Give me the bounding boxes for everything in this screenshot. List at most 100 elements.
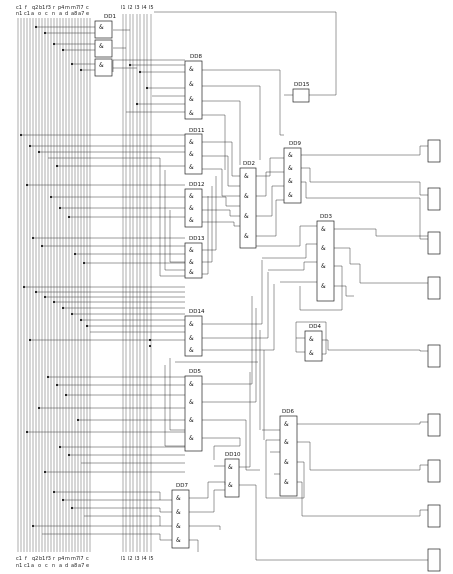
dd4-group: DD4 & & [295,321,428,362]
dd12-gate-block [184,188,203,228]
dd2-label: DD2 [243,161,255,167]
dd8-amp-1: & [189,66,194,73]
dd5-amp-2: & [189,399,194,406]
dd1-label: DD1 [104,14,116,20]
dd11-gate-block [184,133,203,175]
top-label-9: m7 [71,5,79,11]
top-label-8: m [65,5,70,11]
dd3-amp-1: & [321,226,326,233]
bottom-label-3: q2 [32,556,38,562]
dd2-group: DD2 & & & & [239,157,284,249]
dd5-group: DD5 & & & & [164,296,260,471]
dd12-amp-1: & [189,193,194,200]
top-label2-3: a [31,11,34,17]
dd4-label: DD4 [309,324,321,330]
dd13-gate-block [184,242,203,279]
dd5-gate-block [184,375,203,452]
dd10-gate-block [224,458,240,498]
dd11-amp-2: & [189,151,194,158]
bottom-label2-8: d [65,563,68,569]
dd9-amp-2: & [288,165,293,172]
dd5-amp-4: & [189,435,194,442]
bottom-label2-7: a [59,563,62,569]
top-label-6: r [53,5,56,11]
dd13-label: DD13 [189,236,205,242]
dd6-amp-3: & [284,459,289,466]
dd15-gate [292,88,310,103]
dd10-label: DD10 [225,452,241,458]
dd9-amp-4: & [288,192,293,199]
dd14-group: DD14 & & & [184,260,275,357]
dd7-amp-2: & [176,509,181,516]
output-block-9 [427,548,441,572]
dd4-gate-block [304,330,323,362]
bottom-label-7: p4 [58,556,64,562]
dd6-amp-1: & [284,421,289,428]
mid-bottom-label-1: l1 [121,556,126,562]
mid-top-label-4: l4 [142,5,147,11]
dd8-amp-4: & [189,110,194,117]
top-label-10: l7 [79,5,84,11]
bottom-label-9: m7 [71,556,79,562]
top-label2-7: a [59,11,62,17]
output-block-4 [427,276,441,300]
dd6-label: DD6 [282,409,294,415]
top-label-3: q2 [32,5,38,11]
output-block-6 [427,413,441,437]
dd3-group: DD3 & & & & [256,214,428,311]
top-label2-2: c1 [24,11,30,17]
top-label2-10: a7 [78,11,84,17]
bottom-label-1: c1 [16,556,22,562]
mid-bottom-label-5: l5 [149,556,154,562]
dd14-gate-block [184,315,203,357]
top-label2-9: a8 [71,11,77,17]
dd8-amp-2: & [189,81,194,88]
bottom-label-5: f3 [46,556,51,562]
dd2-amp-3: & [244,213,249,220]
dd7-group: DD7 & & & & [159,482,221,552]
dd14-amp-1: & [189,321,194,328]
dd1-gate-1 [94,20,113,39]
bottom-label2-2: c1 [24,563,30,569]
dd13-group: DD13 & & & [159,158,217,279]
output-block-1 [427,139,441,163]
dd12-amp-3: & [189,217,194,224]
bottom-label-4: b1 [39,556,45,562]
top-bus-labels: c1 f q2 b1 f3 r p4 m m7 l7 c n1 c1 a o c… [16,5,154,17]
bottom-label-8: m [65,556,70,562]
dd14-amp-3: & [189,347,194,354]
dd3-gate-block [316,220,335,302]
bottom-label2-11: e [86,563,89,569]
dd7-amp-1: & [176,495,181,502]
dd11-group: DD11 & & & [184,128,240,197]
mid-top-label-2: l2 [128,5,133,11]
top-label2-8: d [65,11,68,17]
top-label2-1: n1 [16,11,22,17]
dd14-label: DD14 [189,309,205,315]
bottom-label2-10: a7 [78,563,84,569]
dd1-amp-3: & [99,62,104,69]
top-label2-6: n [52,11,55,17]
dd10-group: DD10 & & [208,372,428,561]
dd7-amp-3: & [176,523,181,530]
top-label2-4: o [38,11,41,17]
dd12-amp-2: & [189,205,194,212]
dd4-amp-2: & [309,350,314,357]
bottom-bus-labels: c1 f q2 b1 f3 r p4 m m7 l7 c n1 c1 a o c… [16,556,154,569]
top-label2-11: e [86,11,89,17]
dd3-amp-3: & [321,263,326,270]
bottom-label2-1: n1 [16,563,22,569]
mid-top-label-3: l3 [135,5,140,11]
dd13-amp-1: & [189,247,194,254]
top-label2-5: c [45,11,48,17]
dd12-group: DD12 & & & [184,182,240,228]
mid-bottom-label-3: l3 [135,556,140,562]
dd1-amp-2: & [99,43,104,50]
output-block-2 [427,187,441,211]
dd5-amp-3: & [189,417,194,424]
dd3-amp-4: & [321,283,326,290]
bottom-label2-6: n [52,563,55,569]
dd6-gate-block [279,415,298,497]
dd2-amp-4: & [244,233,249,240]
